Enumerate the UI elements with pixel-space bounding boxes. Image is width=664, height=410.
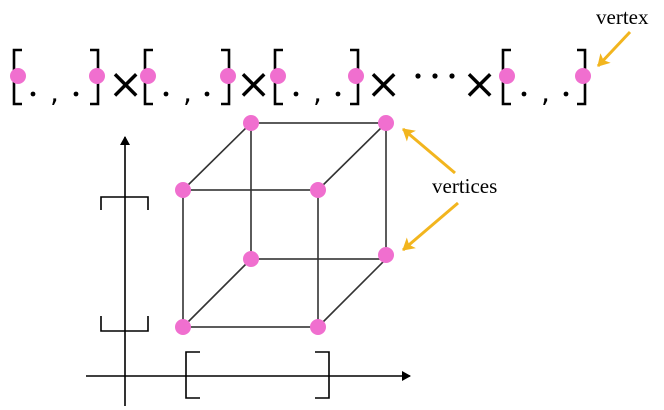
vertex-dot	[220, 68, 236, 84]
interval-1: ,	[12, 48, 100, 109]
ellipsis-dot	[449, 73, 455, 79]
vertex-label: vertex	[596, 5, 649, 29]
x-interval-left-bracket	[185, 351, 200, 399]
x-interval-right-bracket	[315, 351, 330, 399]
point	[73, 91, 79, 97]
cube-vertex-dots	[175, 115, 394, 335]
ellipsis	[415, 73, 455, 79]
point	[521, 91, 527, 97]
times-symbol: ×	[366, 59, 401, 108]
cube-edge	[317, 122, 387, 191]
interval-3: ,	[273, 48, 360, 109]
y-interval-top-bracket	[100, 196, 149, 210]
cube-edge	[182, 258, 252, 328]
formula-vertex-dots	[10, 68, 591, 84]
ellipsis-dot	[415, 73, 421, 79]
vertex-dot	[378, 115, 394, 131]
cube	[182, 122, 387, 328]
interval-n: ,	[501, 48, 587, 109]
vertex-arrow	[596, 30, 632, 68]
point	[293, 91, 299, 97]
point	[204, 91, 210, 97]
cube-edge	[317, 258, 387, 328]
vertex-dot	[310, 182, 326, 198]
times-symbol: ×	[108, 59, 143, 108]
interval-2: ,	[143, 48, 231, 109]
vertex-dot	[89, 68, 105, 84]
vertex-dot	[243, 251, 259, 267]
ellipsis-dot	[432, 73, 438, 79]
vertices-arrow-lower	[402, 201, 459, 252]
vertices-label: vertices	[432, 174, 497, 198]
vertex-dot	[140, 68, 156, 84]
point	[563, 91, 569, 97]
vertex-dot	[243, 115, 259, 131]
comma: ,	[541, 76, 550, 109]
point	[30, 91, 36, 97]
vertex-dot	[175, 182, 191, 198]
comma: ,	[313, 76, 322, 109]
vertex-dot	[175, 319, 191, 335]
vertex-dot	[575, 68, 591, 84]
vertex-dot	[10, 68, 26, 84]
vertex-dot	[499, 68, 515, 84]
point	[163, 91, 169, 97]
cube-front-face	[182, 189, 319, 328]
comma: ,	[183, 76, 192, 109]
times-symbol: ×	[462, 59, 497, 108]
comma: ,	[50, 76, 59, 109]
cube-edge	[182, 122, 252, 191]
vertex-dot	[378, 247, 394, 263]
vertices-arrow-upper	[402, 127, 456, 175]
point	[335, 91, 341, 97]
y-interval-bottom-bracket	[100, 316, 149, 332]
vertex-dot	[310, 319, 326, 335]
times-symbol: ×	[236, 59, 271, 108]
axes	[86, 136, 411, 406]
vertex-dot	[348, 68, 364, 84]
vertex-dot	[270, 68, 286, 84]
